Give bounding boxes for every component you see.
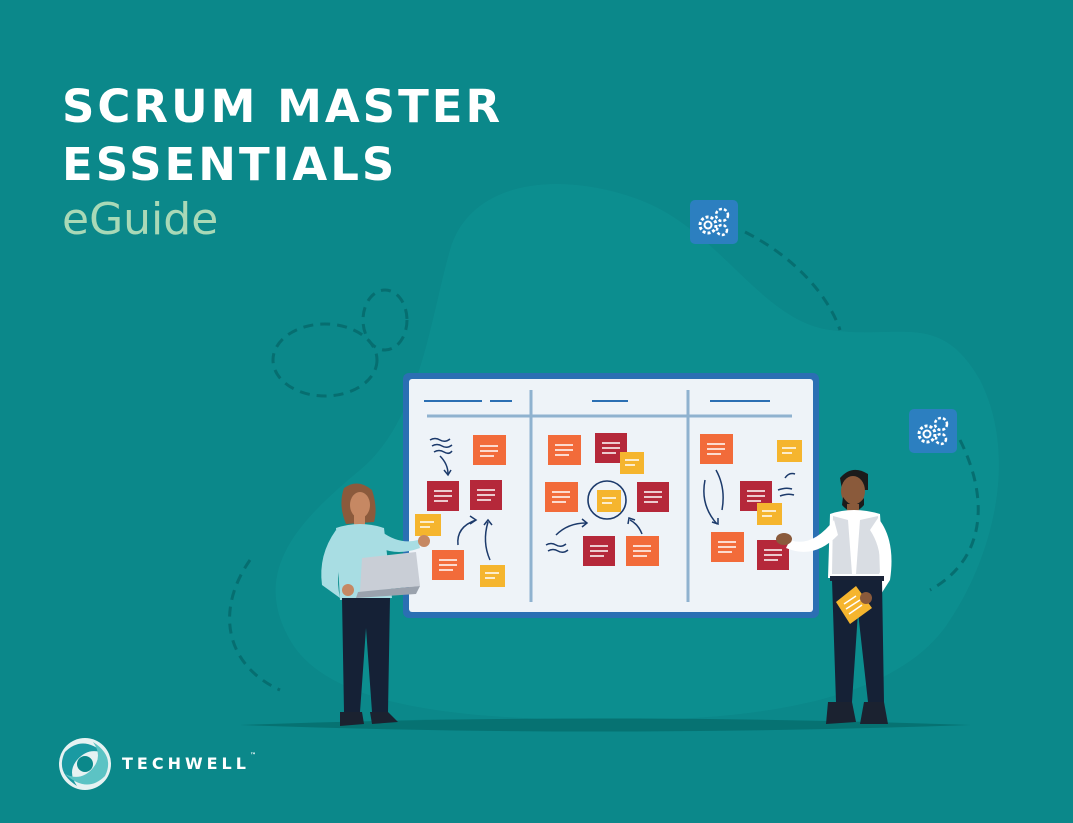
sticky-note [470,480,502,510]
trademark-symbol: ™ [249,752,256,759]
techwell-swirl-logo [59,738,111,790]
dashed-loop [271,322,379,398]
sticky-note [620,452,644,474]
gears-icon [909,409,957,453]
man-with-notepad [776,469,892,724]
sticky-note [637,482,669,512]
sticky-note [597,490,621,512]
sticky-note [548,435,581,465]
sticky-note [777,440,802,462]
dashed-curve [228,559,281,692]
sticky-note [711,532,744,562]
sticky-note [626,536,659,566]
dashed-curve [929,439,980,592]
gears-icon [690,200,738,244]
brand-name: TECHWELL [122,754,250,773]
kanban-board [403,373,819,618]
sticky-note [415,514,441,536]
sticky-note [700,434,733,464]
dashed-curve [744,230,842,331]
sticky-note [432,550,464,580]
sticky-note [757,540,789,570]
sticky-note [757,503,782,525]
sticky-note [480,565,505,587]
sticky-note [545,482,578,512]
cover-title-line-2: ESSENTIALS [62,138,398,191]
sticky-note [583,536,615,566]
cover-subtitle: eGuide [62,194,219,245]
sticky-note [473,435,506,465]
brand-wordmark: TECHWELL™ [122,752,256,773]
dashed-loop [361,288,409,352]
woman-with-laptop [321,483,430,726]
cover-title-line-1: SCRUM MASTER [62,80,504,133]
ground-shadow [240,718,970,732]
sticky-note [740,481,772,511]
sticky-note [427,481,459,511]
